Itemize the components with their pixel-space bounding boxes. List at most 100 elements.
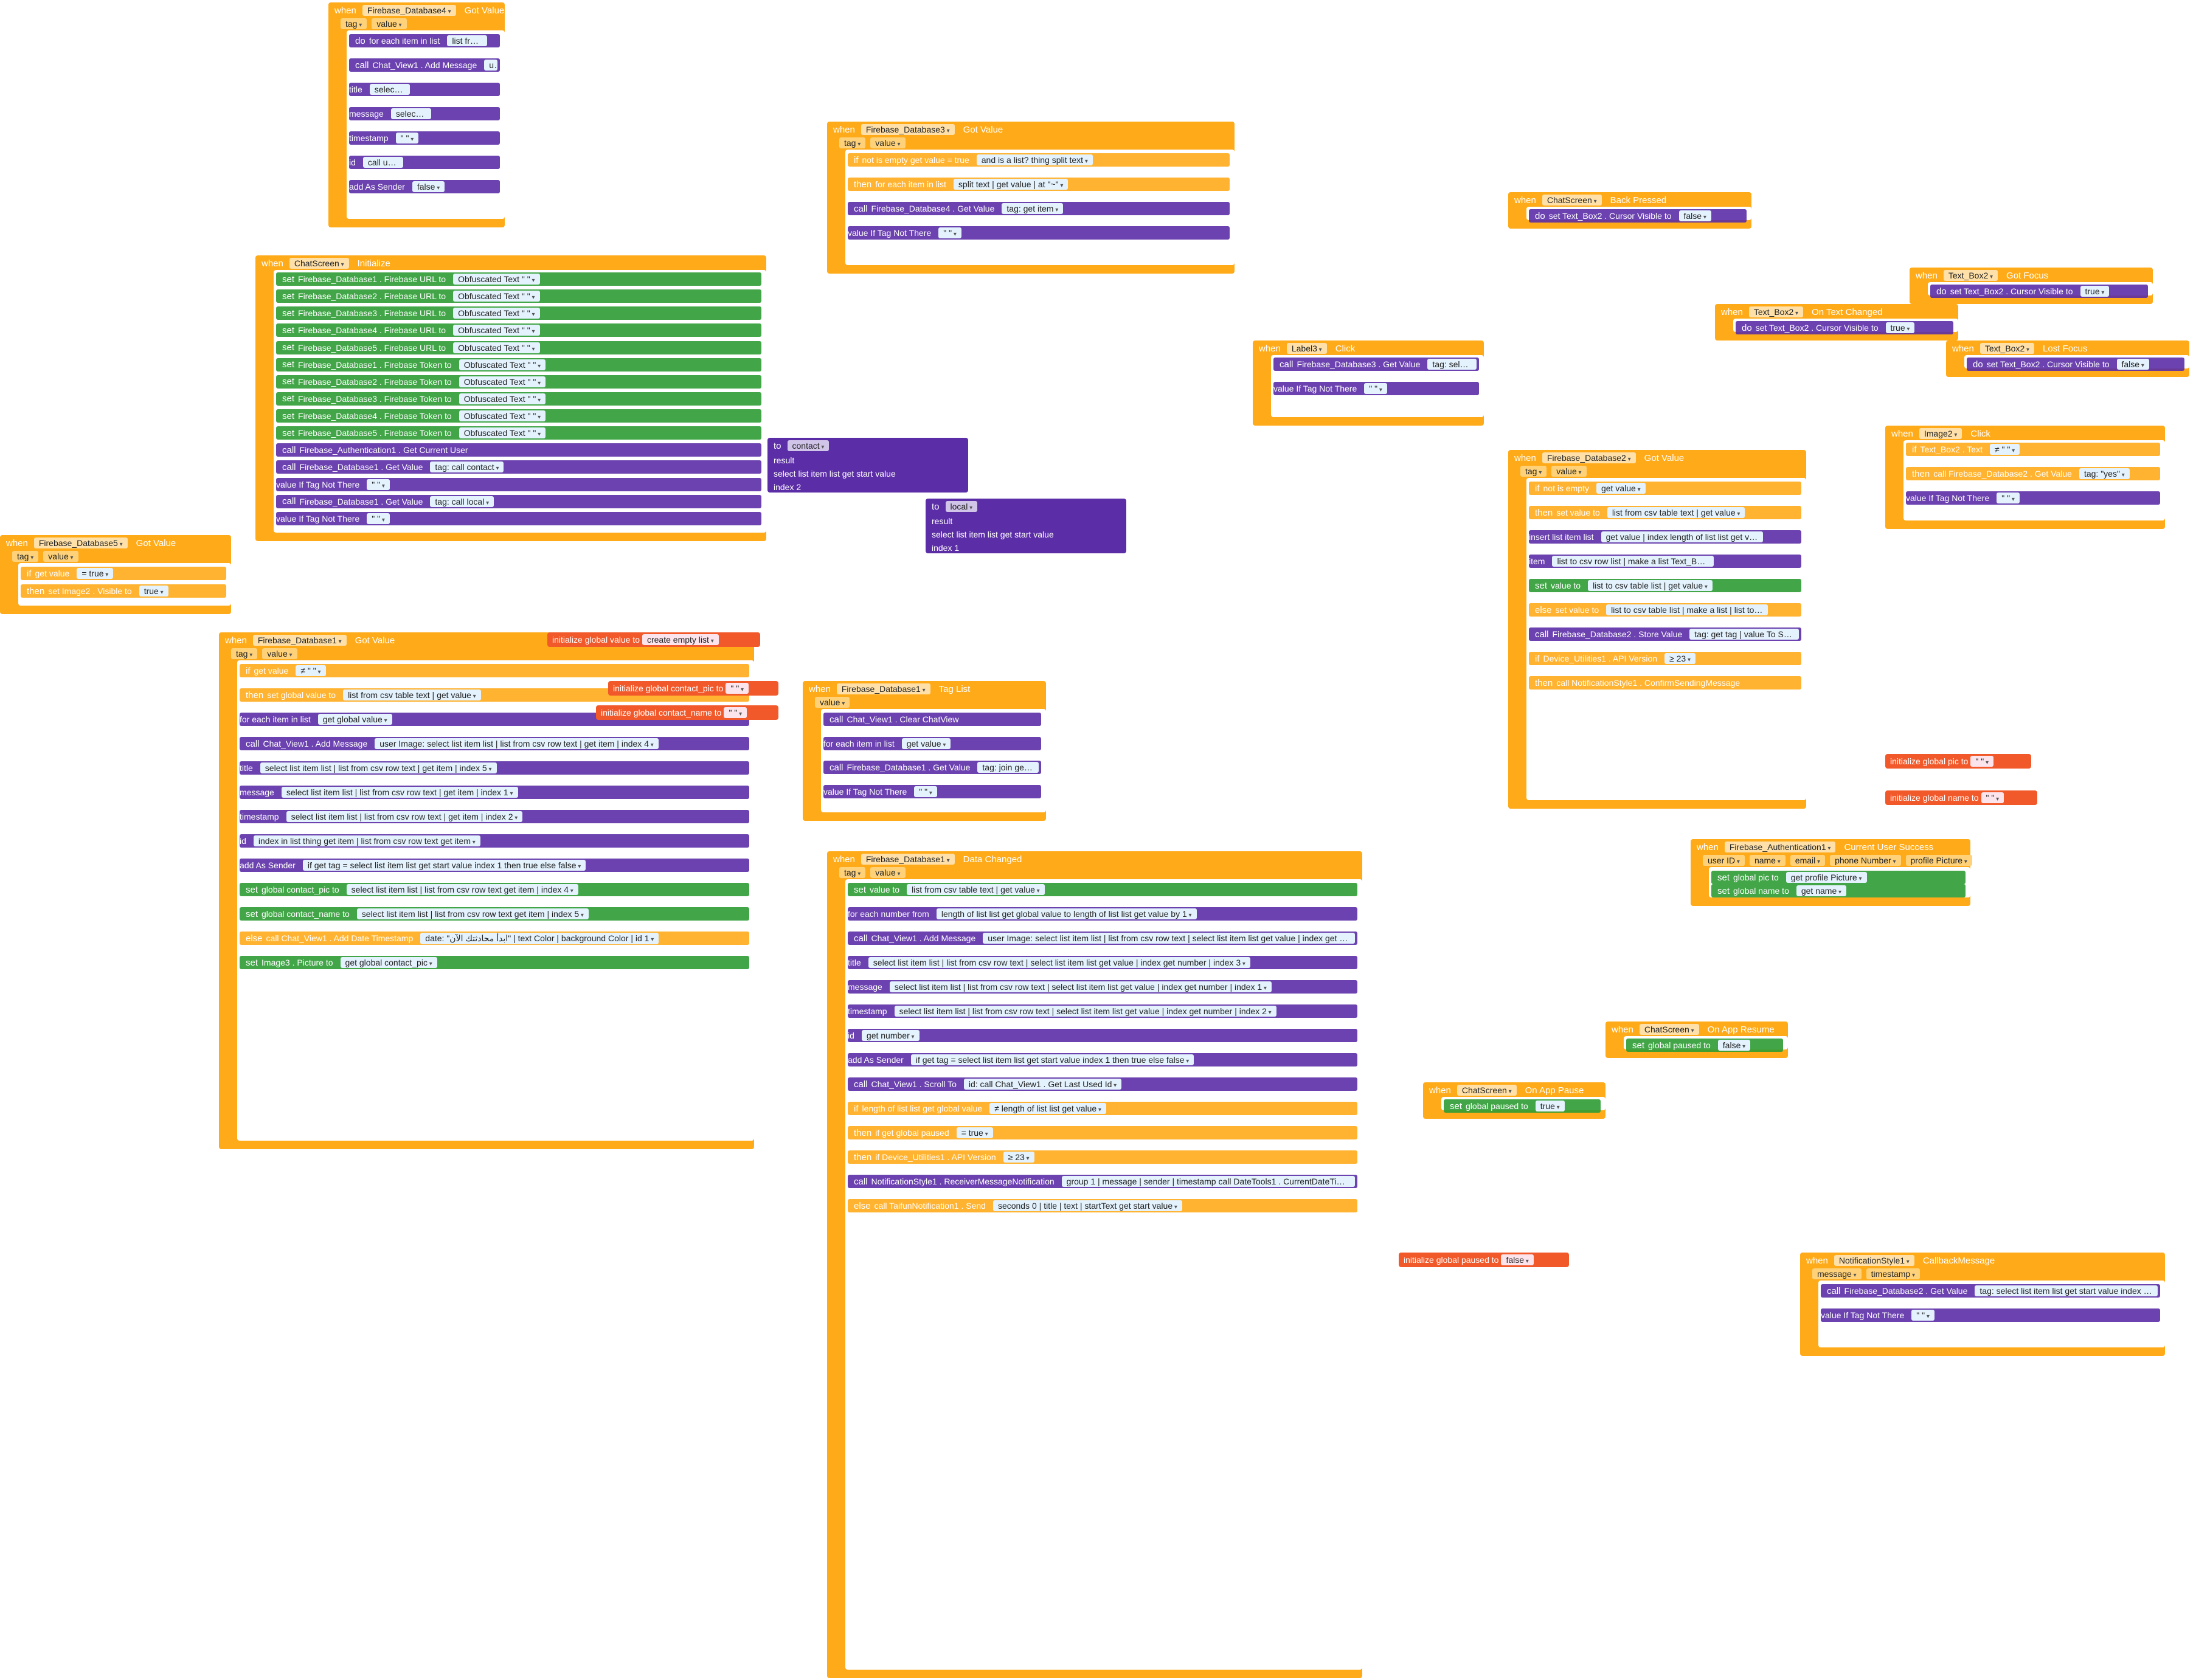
global-value[interactable]: " " [724, 707, 747, 718]
statement-value[interactable]: Obfuscated Text " " [459, 410, 546, 422]
param-message[interactable]: message [1812, 1268, 1862, 1279]
statement-value[interactable]: list from csv table text | get value [1607, 507, 1745, 518]
procedure-name[interactable]: local [945, 501, 978, 512]
param-value[interactable]: value [372, 18, 407, 29]
param-tag[interactable]: tag [839, 137, 866, 148]
statement-value[interactable]: " " [1997, 493, 2020, 503]
statement-value[interactable]: Obfuscated Text " " [453, 325, 540, 336]
statement-value[interactable]: get value | index length of list list ge… [1601, 531, 1763, 542]
component-dropdown[interactable]: Text_Box2 [1748, 306, 1804, 317]
statement-value[interactable]: " " [1911, 1310, 1934, 1321]
statement-value[interactable]: " " [1364, 383, 1387, 394]
statement-value[interactable]: true [2080, 286, 2110, 297]
statement-value[interactable]: select list item list | list from csv ro… [868, 957, 1250, 968]
statement-value[interactable]: " " [938, 227, 961, 238]
param-value[interactable]: value [870, 137, 906, 148]
component-dropdown[interactable]: NotificationStyle1 [1834, 1255, 1914, 1266]
statement-value[interactable]: index in list thing get item | list from… [253, 835, 480, 846]
statement-row[interactable]: value If Tag Not There" " [823, 784, 1041, 798]
event-header[interactable]: whenImage2Click [1885, 427, 2165, 440]
statement-row[interactable]: value If Tag Not There" " [1906, 491, 2160, 505]
event-block-2[interactable]: whenChatScreenInitialize setFirebase_Data… [255, 255, 766, 541]
statement-value[interactable]: true [139, 586, 168, 596]
event-header[interactable]: whenLabel3Click [1253, 342, 1484, 355]
event-header[interactable]: whenChatScreenBack Pressed [1508, 193, 1751, 207]
statement-value[interactable]: and is a list? thing split text [976, 154, 1093, 165]
param-name[interactable]: name [1749, 855, 1786, 866]
component-dropdown[interactable]: Text_Box2 [1943, 270, 1998, 281]
global-value[interactable]: false [1501, 1254, 1534, 1265]
statement-value[interactable]: user Image: select list item list | list… [983, 933, 1355, 944]
statement-value[interactable]: select list item list | list from csv ro… [346, 884, 578, 895]
component-dropdown[interactable]: Image2 [1919, 428, 1962, 439]
event-header[interactable]: whenChatScreenInitialize [255, 257, 766, 270]
statement-value[interactable]: false [1678, 210, 1711, 221]
statement-value[interactable]: select list item list | list from csv ro… [894, 1006, 1276, 1017]
statement-value[interactable]: true [1885, 322, 1915, 333]
component-dropdown[interactable]: Firebase_Database1 [252, 635, 347, 646]
statement-value[interactable]: list to csv row list | make a list Text_… [1552, 556, 1714, 567]
statement-value[interactable]: false [2116, 359, 2149, 370]
statement-value[interactable]: tag: "yes" [2079, 468, 2130, 479]
statement-value[interactable]: Obfuscated Text " " [453, 291, 540, 302]
param-value[interactable]: value [262, 648, 297, 659]
statement-value[interactable]: ≠ length of list list get value [989, 1103, 1106, 1114]
statement-value[interactable]: list to csv table list | get value [1588, 580, 1713, 591]
component-dropdown[interactable]: ChatScreen [1639, 1024, 1699, 1035]
statement-value[interactable]: Obfuscated Text " " [459, 393, 546, 404]
global-var-1[interactable]: initialize global contact_pic to" " [608, 681, 778, 696]
statement-value[interactable]: get value [901, 738, 951, 749]
statement-row[interactable]: timestamp" " [349, 131, 500, 145]
statement-value[interactable]: Obfuscated Text " " [459, 359, 546, 370]
procedure-name[interactable]: contact [787, 440, 830, 451]
statement-value[interactable]: tag: call contact [430, 461, 504, 473]
statement-value[interactable]: split text | get value | at "~" [953, 179, 1069, 190]
component-dropdown[interactable]: ChatScreen [1542, 195, 1602, 206]
event-block-12[interactable]: whenImage2ClickifText_Box2 . Text≠ " "th… [1885, 426, 2165, 529]
statement-value[interactable]: get name [1796, 885, 1847, 896]
statement-value[interactable]: ≥ 23 [1664, 653, 1695, 664]
statement-value[interactable]: select list item list | list from csv ro… [260, 762, 497, 773]
event-header[interactable]: whenNotificationStyle1CallbackMessage [1800, 1254, 2165, 1267]
